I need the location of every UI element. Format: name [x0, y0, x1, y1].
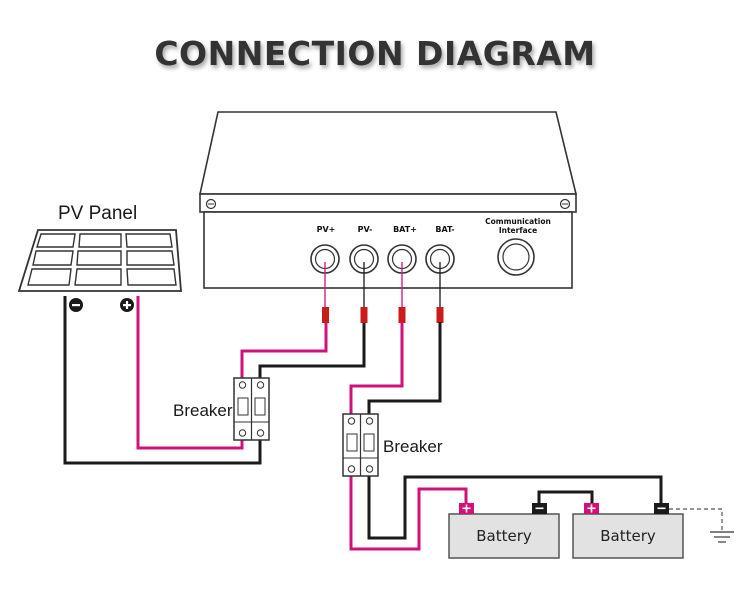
minus-terminal-icon — [535, 507, 544, 510]
communication-interface-port — [497, 238, 535, 276]
terminal-label-pv-plus: PV+ — [316, 225, 336, 234]
plus-terminal-icon — [120, 298, 134, 312]
wire-breaker-to-battery-positive — [349, 476, 468, 551]
ground-icon — [669, 508, 734, 543]
breaker-label-pv: Breaker — [173, 401, 233, 420]
wire-battery-link — [537, 490, 594, 503]
wire-pv-negative — [63, 296, 262, 465]
wire-pv-positive — [136, 296, 244, 450]
terminal-label-pv-minus: PV- — [357, 225, 373, 234]
battery-2 — [572, 503, 684, 559]
plus-terminal-icon — [587, 504, 596, 513]
wire-breaker-to-battery-negative — [367, 475, 663, 540]
terminal-gland-pv-plus — [310, 244, 340, 274]
wire-pvplus-to-breaker — [240, 322, 328, 380]
communication-interface-label: Communication Interface — [485, 217, 551, 235]
wire-batplus-to-breaker — [349, 322, 404, 416]
diagram-title: CONNECTION DIAGRAM — [154, 34, 596, 73]
breaker-pv — [233, 377, 270, 441]
battery-label-2: Battery — [600, 527, 656, 545]
controller-box — [199, 111, 578, 289]
pv-panel-label: PV Panel — [58, 203, 138, 224]
screw-icon — [205, 198, 217, 210]
wire-batminus-to-breaker — [367, 322, 442, 416]
minus-terminal-icon — [69, 298, 83, 312]
pv-panel-icon — [17, 229, 182, 292]
terminal-label-bat-plus: BAT+ — [393, 225, 417, 234]
battery-1 — [448, 503, 560, 559]
wire-pvminus-to-breaker — [258, 322, 366, 380]
breaker-label-battery: Breaker — [383, 437, 443, 456]
minus-terminal-icon — [657, 507, 666, 510]
battery-label-1: Battery — [476, 527, 532, 545]
plus-terminal-icon — [462, 504, 471, 513]
terminal-gland-pv-minus — [349, 244, 379, 274]
screw-icon — [559, 198, 571, 210]
terminal-gland-bat-minus — [425, 244, 455, 274]
terminal-label-bat-minus: BAT- — [435, 225, 455, 234]
breaker-battery — [342, 413, 379, 477]
